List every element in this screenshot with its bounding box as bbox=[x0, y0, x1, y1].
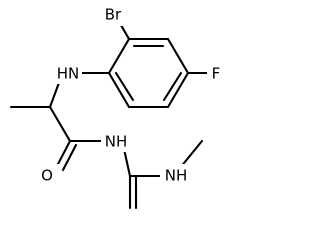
amide-nh-label: NH bbox=[105, 133, 128, 151]
ring-bond-c6-c1 bbox=[107, 71, 131, 109]
carbonyl-oxygen-label: O bbox=[41, 167, 53, 185]
bromine-mask bbox=[98, 4, 126, 26]
atom-label-layer: Br F HN NH O NH bbox=[41, 6, 220, 185]
methyl-nh-mask bbox=[160, 164, 190, 186]
bond-alpha-carbon-carbonyl bbox=[48, 105, 72, 143]
ring-bond-c1-c2 bbox=[107, 37, 131, 75]
methyl-nh-label: NH bbox=[165, 167, 188, 185]
bond-carbonyl-oxygen bbox=[55, 139, 72, 168]
ring-bond-c3-c4 bbox=[166, 37, 190, 75]
bond-layer bbox=[9, 18, 209, 210]
fluorine-label: F bbox=[212, 65, 221, 83]
bromine-label: Br bbox=[105, 6, 122, 24]
bond-methyl-n-methyl bbox=[178, 139, 204, 170]
amide-mask bbox=[101, 130, 131, 152]
oxygen-mask bbox=[35, 164, 59, 186]
ring-bond-c4-c5 bbox=[166, 71, 190, 109]
bond-amide-n-urea-carbon bbox=[122, 147, 132, 178]
bond-carbonyl-oxygen-second bbox=[61, 143, 78, 172]
label-mask-layer bbox=[35, 4, 225, 186]
molecule-structure: Br F HN NH O NH bbox=[9, 4, 225, 210]
fluorine-mask bbox=[207, 63, 225, 85]
amine-mask bbox=[54, 62, 82, 84]
amine-nh-label: HN bbox=[57, 65, 80, 83]
ring-double-bond-c6-c1 bbox=[114, 71, 135, 102]
bond-amine-alpha-carbon bbox=[48, 78, 62, 109]
ring-double-bond-c4-c5 bbox=[162, 71, 183, 102]
